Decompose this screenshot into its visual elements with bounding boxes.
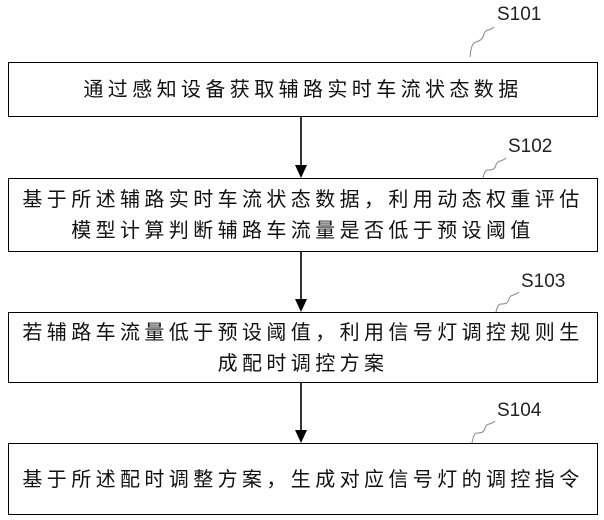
step-box-s101: 通过感知设备获取辅路实时车流状态数据 <box>8 62 598 117</box>
step-text-line: 模型计算判断辅路车流量是否低于预设阈值 <box>71 218 535 242</box>
leader-line-s102 <box>482 157 507 179</box>
step-text-line: 通过感知设备获取辅路实时车流状态数据 <box>83 77 523 101</box>
leader-line-s104 <box>471 420 496 444</box>
step-text-line: 基于所述配时调整方案，生成对应信号灯的调控指令 <box>22 466 584 491</box>
arrow-s102-to-s103 <box>295 252 307 312</box>
step-label-s104: S104 <box>497 400 542 421</box>
step-text-line: 基于所述辅路实时车流状态数据，利用动态权重评估 <box>22 187 584 211</box>
step-label-s102: S102 <box>508 136 553 157</box>
step-text-line: 若辅路车流量低于预设阈值，利用信号灯调控规则生 <box>22 319 584 344</box>
step-box-s102: 基于所述辅路实时车流状态数据，利用动态权重评估 模型计算判断辅路车流量是否低于预… <box>8 178 598 252</box>
leader-line-s101 <box>469 26 495 58</box>
step-label-s101: S101 <box>497 4 542 25</box>
step-text-line: 成配时调控方案 <box>217 350 389 375</box>
step-box-s103: 若辅路车流量低于预设阈值，利用信号灯调控规则生 成配时调控方案 <box>8 312 598 383</box>
arrow-s101-to-s102 <box>295 117 307 178</box>
step-label-s103: S103 <box>521 271 566 292</box>
arrow-s103-to-s104 <box>295 383 307 443</box>
leader-line-s103 <box>495 291 520 313</box>
step-box-s104: 基于所述配时调整方案，生成对应信号灯的调控指令 <box>8 443 598 515</box>
